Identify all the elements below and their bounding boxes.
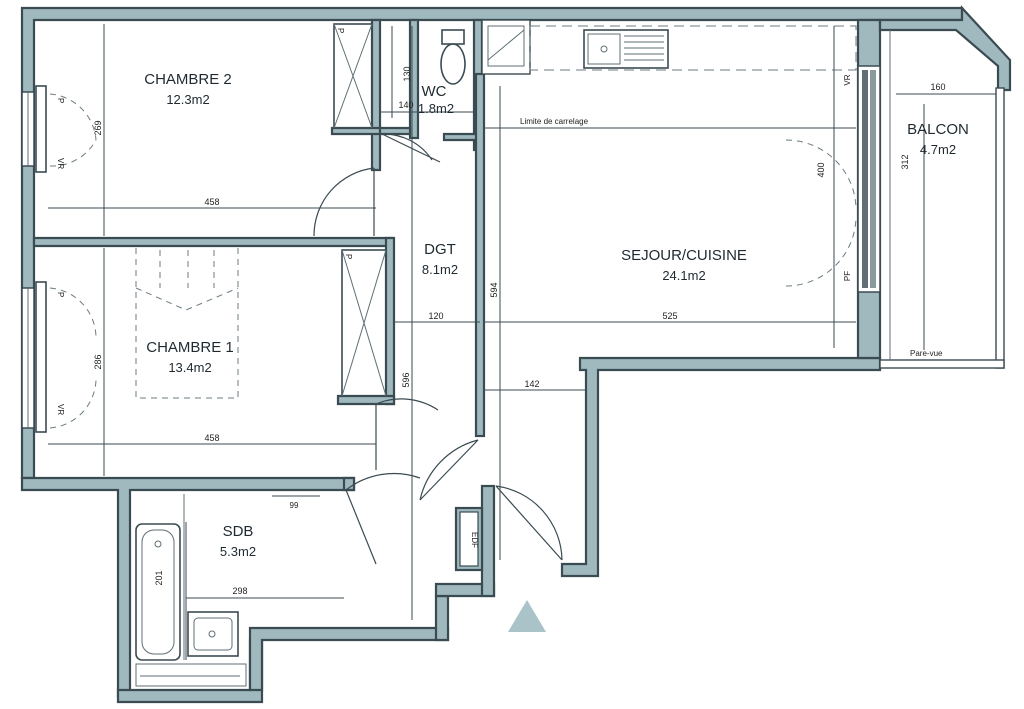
dim-sejour-w: 525 <box>662 311 677 321</box>
window-swing-sejour <box>785 139 857 287</box>
dim-sdb-w: 298 <box>232 586 247 596</box>
wardrobe-ch2 <box>333 23 373 129</box>
label-vr-sejour: VR <box>843 74 852 85</box>
bed-ch1 <box>135 248 239 399</box>
room-area-dgt: 8.1m2 <box>422 262 458 277</box>
dim-balcon-w: 160 <box>930 82 945 92</box>
room-area-wc: 1.8m2 <box>418 101 454 116</box>
label-p-ch2: P <box>56 98 65 103</box>
wall-wc-bottom <box>378 126 412 136</box>
dim-ch2-width: 458 <box>204 197 219 207</box>
toilet-bowl <box>440 43 466 85</box>
label-edf: EDF <box>470 532 479 548</box>
label-limite: Limite de carrelage <box>520 117 589 126</box>
dim-balcon-h: 312 <box>900 154 910 169</box>
dim-sejour-h: 400 <box>816 162 826 177</box>
window-swing-ch1 <box>49 287 97 429</box>
label-vr-ch2: VR <box>56 158 65 169</box>
entry-arrow <box>508 600 546 632</box>
dim-wc-h: 130 <box>402 66 412 81</box>
dim-bath-len: 201 <box>154 570 164 585</box>
room-area-balcon: 4.7m2 <box>920 142 956 157</box>
wall-sdb-bottom <box>116 638 264 704</box>
wall-balcony-bottom <box>879 359 1005 369</box>
room-name-sdb: SDB <box>223 523 254 540</box>
dim-dgt-w: 120 <box>428 311 443 321</box>
kitchen-counter <box>529 25 857 71</box>
wall-sdb-right-step <box>248 626 450 692</box>
room-area-chambre2: 12.3m2 <box>166 92 209 107</box>
room-name-wc: WC <box>422 83 447 100</box>
wall-ch2-wardrobe-bottom <box>330 126 382 136</box>
dim-ch1-height: 286 <box>93 354 103 369</box>
bathtub <box>135 523 181 661</box>
wall-step-2 <box>434 594 450 642</box>
wall-ch1-right <box>384 236 396 406</box>
label-pare-vue: Pare-vue <box>910 349 943 358</box>
door-dgt-sejour <box>419 439 479 501</box>
room-name-dgt: DGT <box>424 241 456 258</box>
room-area-sdb: 5.3m2 <box>220 544 256 559</box>
room-name-sejour: SEJOUR/CUISINE <box>621 247 747 264</box>
door-ch1 <box>375 398 439 470</box>
label-p-ch1: P <box>56 292 65 297</box>
label-vr-ch1: VR <box>56 404 65 415</box>
dim-wc-w: 140 <box>398 100 413 110</box>
door-entry <box>495 485 563 561</box>
label-p-wardrobe-ch2: P <box>336 28 345 33</box>
wall-sejour-bottom <box>560 356 882 578</box>
dim-small: 99 <box>290 501 299 510</box>
room-area-sejour: 24.1m2 <box>662 268 705 283</box>
door-sdb <box>345 472 421 565</box>
wall-balcony-right <box>995 87 1005 369</box>
wall-entry-left <box>480 484 496 598</box>
dim-passage: 142 <box>524 379 539 389</box>
wall-sejour-left <box>474 72 486 438</box>
washbasin <box>187 611 239 657</box>
label-p-wardrobe-ch1: P <box>344 254 353 259</box>
door-ch2 <box>313 167 375 237</box>
wardrobe-ch1 <box>341 249 387 397</box>
wall-ch1-wardrobe-bottom <box>336 394 396 406</box>
door-wc <box>381 133 441 163</box>
wall-wc-left <box>408 18 420 140</box>
room-name-balcon: BALCON <box>907 121 969 138</box>
room-area-chambre1: 13.4m2 <box>168 360 211 375</box>
wall-ch2-ch1 <box>32 236 394 248</box>
wall-balcony <box>878 5 1012 92</box>
dim-ch2-height: 269 <box>93 120 103 135</box>
wall-bottom-bedrooms <box>20 476 356 698</box>
wall-top-kitchen <box>481 19 531 75</box>
sink <box>583 29 669 69</box>
dim-dgt-total: 596 <box>401 372 411 387</box>
dim-ch1-width: 458 <box>204 433 219 443</box>
wall-ch2-right <box>370 18 382 172</box>
room-name-chambre2: CHAMBRE 2 <box>144 71 232 88</box>
toilet-tank <box>441 29 465 45</box>
dim-dgt-long: 594 <box>489 282 499 297</box>
wall-ch1-bottom-right <box>342 476 356 492</box>
label-pf-sejour: PF <box>843 271 852 281</box>
room-name-chambre1: CHAMBRE 1 <box>146 339 234 356</box>
window-sejour <box>857 65 881 293</box>
window-swing-ch2 <box>49 93 97 167</box>
